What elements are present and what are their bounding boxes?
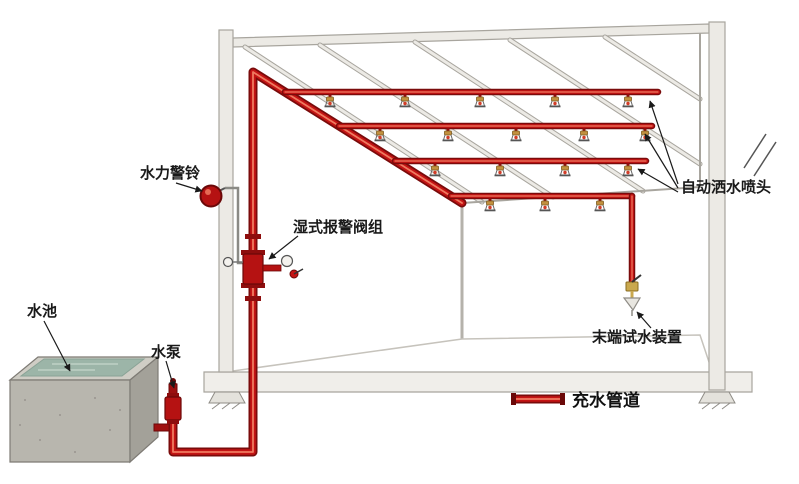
piping — [153, 72, 658, 452]
ceiling-edge — [461, 33, 701, 204]
label-alarm-bell: 水力警铃 — [140, 164, 201, 182]
sprinkler-head — [539, 197, 551, 212]
tank-texture — [19, 397, 121, 453]
sprinkler-head — [474, 93, 486, 108]
legend-label: 充水管道 — [572, 390, 640, 411]
floor-interior-edge — [232, 334, 713, 372]
sprinkler-head — [549, 93, 561, 108]
tank-water — [19, 358, 146, 377]
label-wet-valve: 湿式报警阀组 — [293, 218, 383, 236]
bell-icon — [199, 184, 223, 208]
end-test-device — [622, 274, 642, 316]
leader-lines — [43, 100, 679, 389]
wet-alarm-valve-group — [222, 250, 304, 288]
sprinkler-head — [510, 127, 522, 142]
left-footing — [208, 391, 246, 410]
pressure-gauge — [280, 254, 294, 268]
label-pool: 水池 — [27, 302, 57, 320]
pump-body — [164, 396, 182, 421]
label-sprinklers: 自动洒水喷头 — [681, 178, 771, 196]
riser-flange — [245, 234, 261, 239]
pressure-gauge — [222, 256, 234, 268]
sprinkler-head — [622, 162, 634, 177]
right-footing — [698, 391, 736, 410]
sprinkler-head — [594, 197, 606, 212]
right-post — [708, 21, 726, 391]
test-funnel — [622, 297, 642, 312]
label-pump: 水泵 — [151, 343, 181, 361]
sprinkler-head — [559, 162, 571, 177]
legend: 充水管道 — [511, 390, 640, 411]
labels: 水力警铃 湿式报警阀组 水池 水泵 自动洒水喷头 末端试水装置 — [27, 164, 771, 361]
tank-front — [9, 379, 131, 463]
label-end-test: 末端试水装置 — [592, 328, 682, 346]
valve-body — [242, 253, 264, 285]
sprinkler-head — [578, 127, 590, 142]
water-tank — [8, 355, 160, 464]
floor-slab — [203, 371, 753, 393]
riser-flange — [245, 296, 261, 301]
legend-pipe-swatch — [511, 393, 565, 405]
tank-side — [129, 355, 159, 464]
test-valve — [625, 281, 639, 292]
sprinkler-head — [622, 93, 634, 108]
building-structure — [203, 21, 777, 410]
wall-break-marks — [743, 133, 777, 177]
top-beam — [232, 23, 710, 48]
ceiling-joists — [245, 37, 700, 202]
